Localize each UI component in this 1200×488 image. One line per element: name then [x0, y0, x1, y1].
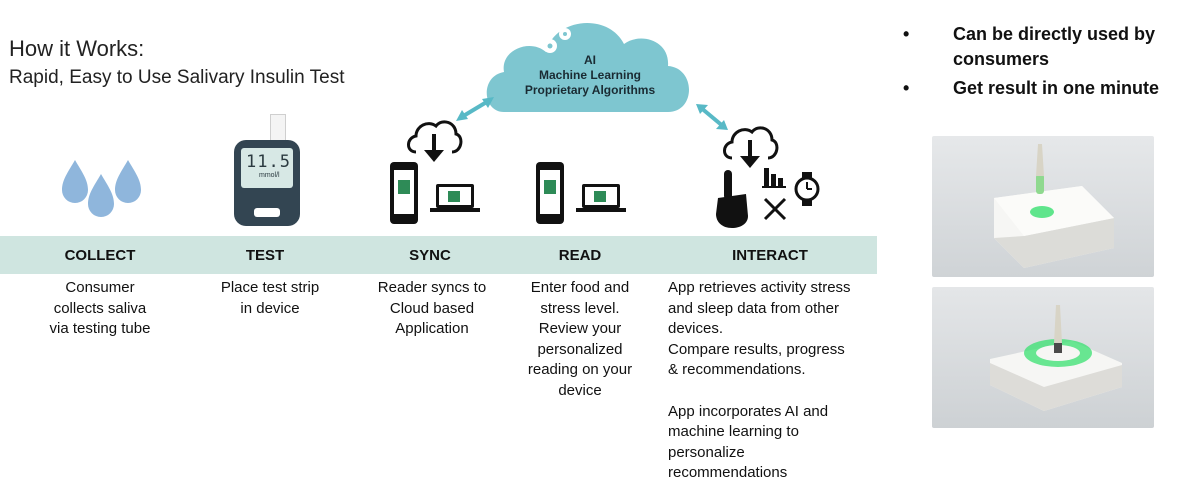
utensils-icon — [763, 197, 787, 221]
step-desc-read: Enter food and stress level. Review your… — [510, 278, 650, 402]
bullet-dot-icon: • — [903, 78, 910, 98]
interact-double-arrow-icon — [696, 104, 728, 130]
desc-line: personalized — [537, 340, 623, 358]
step-desc-test: Place test strip in device — [205, 278, 335, 319]
feature-bullets: • Can be directly used by consumers • Ge… — [903, 22, 1200, 105]
bar-chart-icon — [762, 168, 786, 188]
bullet-item: • Get result in one minute — [903, 76, 1200, 101]
step-desc-collect: Consumer collects saliva via testing tub… — [30, 278, 170, 340]
page-title: How it Works: — [9, 36, 145, 61]
desc-line: personalize — [668, 443, 745, 461]
cloud-line-ml: Machine Learning — [538, 68, 642, 82]
saliva-drops-icon — [62, 160, 141, 217]
step-label-interact: INTERACT — [732, 247, 808, 264]
step-label-sync: SYNC — [409, 247, 451, 264]
glucose-meter-icon — [234, 140, 300, 226]
phone-laptop-icon-sync — [390, 162, 480, 224]
desc-line: stress level. — [540, 299, 620, 317]
desc-line: Reader syncs to — [377, 279, 487, 296]
desc-line: device — [558, 381, 602, 399]
desc-line: & recommendations. — [668, 361, 806, 379]
desc-line — [668, 381, 880, 402]
desc-line: machine learning to — [668, 423, 799, 441]
step-label-test: TEST — [245, 247, 285, 264]
cloud-label: AI Machine Learning Proprietary Algorith… — [490, 53, 690, 98]
page-subtitle: Rapid, Easy to Use Salivary Insulin Test — [9, 67, 345, 88]
step-desc-sync: Reader syncs to Cloud based Application — [362, 278, 502, 340]
cloud-download-icon — [407, 120, 463, 162]
desc-line: recommendations — [668, 464, 788, 482]
desc-line: reading on your — [527, 361, 633, 379]
desc-line: Application — [395, 320, 469, 338]
cloud-line-ai: AI — [584, 53, 596, 67]
cloud-download-icon-interact — [723, 126, 779, 168]
desc-line: Compare results, progress — [668, 340, 845, 358]
desc-line: devices. — [668, 320, 724, 338]
desc-line: Place test strip — [220, 279, 320, 296]
meter-reading: 11.5 — [246, 152, 291, 172]
phone-laptop-icon-read — [536, 162, 626, 224]
bullet-dot-icon: • — [903, 24, 910, 44]
desc-line: and sleep data from other — [668, 299, 839, 317]
desc-line: Enter food and — [530, 279, 630, 296]
bullet-text: Can be directly used by — [953, 24, 1156, 44]
desc-line: Cloud based — [389, 299, 475, 317]
desc-line: collects saliva — [53, 299, 147, 317]
cloud-line-algorithms: Proprietary Algorithms — [524, 83, 656, 97]
device-photo-top — [932, 287, 1154, 428]
desc-line: App retrieves activity stress — [668, 279, 851, 296]
meter-unit: mmol/l — [259, 172, 280, 179]
pointing-hand-icon — [716, 170, 748, 228]
watch-icon — [794, 172, 820, 206]
desc-line: via testing tube — [49, 320, 151, 338]
desc-line: App incorporates AI and — [668, 402, 829, 420]
ai-cloud-icon — [486, 22, 689, 112]
bullet-text: Get result in one minute — [953, 78, 1160, 98]
steps-band — [0, 236, 877, 274]
step-label-collect: COLLECT — [64, 247, 136, 264]
step-desc-interact: App retrieves activity stress and sleep … — [668, 278, 880, 484]
desc-line: Review your — [538, 320, 622, 338]
bullet-item: • Can be directly used by consumers — [903, 22, 1200, 72]
device-photo-angled — [932, 136, 1154, 277]
desc-line: Consumer — [65, 279, 135, 296]
bullet-text: consumers — [953, 49, 1050, 69]
sync-double-arrow-icon — [456, 97, 494, 121]
step-label-read: READ — [558, 247, 602, 264]
desc-line: in device — [240, 299, 300, 317]
